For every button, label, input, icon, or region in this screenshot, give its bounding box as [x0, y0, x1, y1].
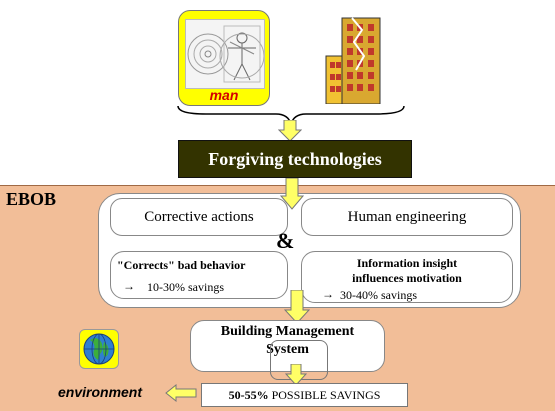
arrow-right-icon: →: [123, 279, 135, 293]
savings-percent: 50-55%: [228, 387, 269, 402]
building-icon: [322, 16, 388, 105]
information-insight-box: Information insight influences motivatio…: [301, 251, 513, 303]
ampersand: &: [276, 228, 295, 253]
man-illustration-box: man: [178, 10, 270, 106]
down-arrow-icon: [284, 363, 308, 386]
environment-label: environment: [58, 384, 143, 400]
ebob-label: EBOB: [6, 189, 57, 209]
forgiving-technologies-box: Forgiving technologies: [178, 140, 412, 178]
corrects-title: "Corrects" bad behavior: [117, 258, 246, 272]
down-arrow-icon: [279, 177, 305, 210]
man-label: man: [209, 87, 239, 103]
globe-icon: [79, 329, 119, 369]
corrects-behavior-box: "Corrects" bad behavior → 10-30% savings: [110, 251, 288, 299]
bms-line1: Building Management: [220, 324, 355, 339]
building-management-system-box: Building Management System: [190, 320, 385, 372]
human-engineering-box: Human engineering: [301, 198, 513, 236]
info-title-line1: Information insight: [356, 256, 458, 270]
corrects-savings: 10-30% savings: [147, 280, 224, 294]
left-arrow-icon: [165, 383, 197, 403]
corrective-actions-box: Corrective actions: [110, 198, 288, 236]
info-title-line2: influences motivation: [352, 271, 462, 285]
vitruvian-man-icon: [185, 19, 265, 89]
info-savings: 30-40% savings: [340, 288, 417, 302]
down-arrow-icon: [283, 289, 311, 324]
savings-text: POSSIBLE SAVINGS: [268, 387, 381, 402]
possible-savings-box: 50-55% POSSIBLE SAVINGS: [201, 383, 408, 407]
arrow-right-icon: →: [322, 287, 334, 301]
down-arrow-icon: [277, 119, 303, 142]
